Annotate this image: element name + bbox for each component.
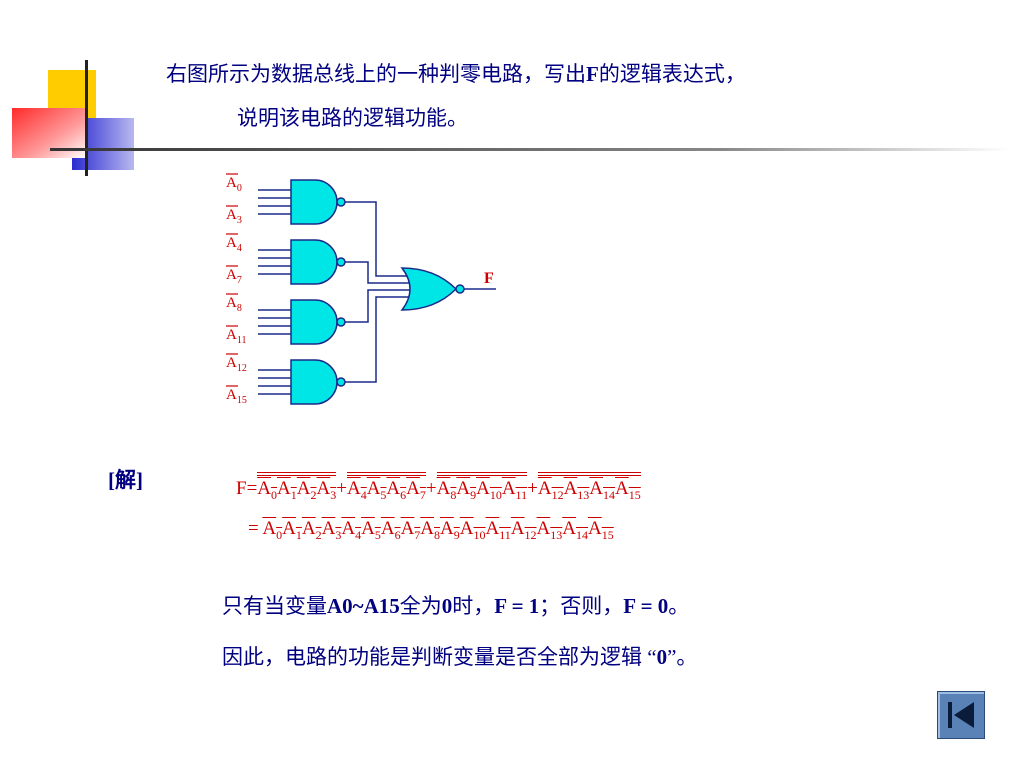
or-input-wire <box>345 201 416 277</box>
literal: A10 <box>459 518 486 542</box>
plus-sign: + <box>425 478 437 499</box>
literal: A7 <box>400 518 421 542</box>
literal: A12 <box>510 518 537 542</box>
or-input-wire <box>345 261 416 284</box>
skip-back-icon <box>938 692 984 738</box>
input-label: A3 <box>226 207 242 226</box>
literal: A15 <box>588 518 614 542</box>
literal: A14 <box>562 518 588 542</box>
input-label: A12 <box>226 355 247 374</box>
nand-gate <box>290 239 338 285</box>
vertical-rule <box>85 60 88 176</box>
literal: A5 <box>361 518 381 542</box>
conclusion-line-2: 因此，电路的功能是判断变量是否全部为逻辑 “0”。 <box>222 645 698 669</box>
literal: A10 <box>476 478 502 502</box>
nand-bubble <box>336 197 346 207</box>
nand-bubble <box>336 257 346 267</box>
product-group: A8A9A10A11 <box>436 472 528 503</box>
nand-gate <box>290 359 338 405</box>
input-label: A8 <box>226 295 242 314</box>
nor-bubble <box>455 284 465 294</box>
literal: A0 <box>257 478 278 502</box>
literal: A6 <box>380 518 401 542</box>
horizontal-rule <box>50 148 1010 151</box>
literal: A9 <box>456 478 477 502</box>
input-label: A4 <box>226 235 242 254</box>
literal: A1 <box>277 478 297 502</box>
nand-gate <box>290 179 338 225</box>
input-label: A15 <box>226 387 247 406</box>
output-label: F <box>484 270 494 287</box>
literal: A3 <box>316 478 337 502</box>
expression-1: F=A0A1A2A3+A4A5A6A7+A8A9A10A11+A12A13A14… <box>236 472 641 503</box>
conclusion-line-1: 只有当变量A0~A15全为0时，F = 1；否则，F = 0。 <box>222 594 690 618</box>
literal: A8 <box>420 518 441 542</box>
plus-sign: + <box>527 478 538 499</box>
nand-bubble <box>336 377 346 387</box>
question-line-2: 说明该电路的逻辑功能。 <box>237 106 468 130</box>
literal: A12 <box>537 478 564 502</box>
skip-back-button[interactable] <box>937 691 985 739</box>
literal: A0 <box>262 518 283 542</box>
corner-decoration <box>12 60 1010 176</box>
literal: A2 <box>301 518 322 542</box>
solution-tag: [解] <box>108 468 143 492</box>
literal: A8 <box>436 478 457 502</box>
literal: A2 <box>296 478 317 502</box>
literal: A3 <box>321 518 342 542</box>
literal: A6 <box>386 478 407 502</box>
nand-gate <box>290 299 338 345</box>
literal: A5 <box>366 478 387 502</box>
literal: A13 <box>536 518 563 542</box>
nand-bubble <box>336 317 346 327</box>
literal: A15 <box>615 478 641 502</box>
literal: A14 <box>589 478 616 502</box>
literal: A11 <box>485 518 511 542</box>
literal: A1 <box>282 518 302 542</box>
eq-prefix: = <box>248 518 263 539</box>
input-label: A0 <box>226 175 242 194</box>
or-input-wire <box>345 296 416 383</box>
literal: A9 <box>440 518 460 542</box>
question-line-1: 右图所示为数据总线上的一种判零电路，写出F的逻辑表达式， <box>166 62 746 86</box>
input-label: A7 <box>226 267 242 286</box>
product-group: A12A13A14A15 <box>537 472 641 503</box>
product-group: A0A1A2A3 <box>257 472 337 503</box>
literal: A4 <box>346 478 367 502</box>
input-label: A11 <box>226 327 246 346</box>
eq-prefix: F= <box>236 478 258 499</box>
literal: A11 <box>501 478 528 502</box>
literal: A7 <box>406 478 426 502</box>
literal: A4 <box>341 518 362 542</box>
product-group: A4A5A6A7 <box>346 472 426 503</box>
plus-sign: + <box>336 478 347 499</box>
or-input-wire <box>345 289 416 323</box>
literal: A13 <box>563 478 590 502</box>
expression-2: = A0A1A2A3A4A5A6A7A8A9A10A11A12A13A14A15 <box>248 518 614 543</box>
nor-gate <box>400 267 458 311</box>
